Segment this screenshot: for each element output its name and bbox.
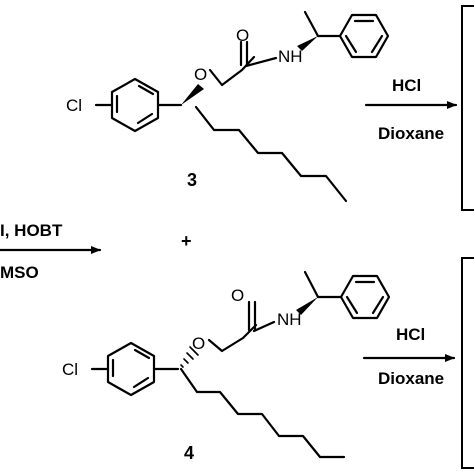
methyl-bond — [303, 270, 320, 299]
compound-4-structure: Cl O O NH — [62, 270, 391, 459]
chlorophenyl-ring — [110, 77, 160, 133]
glycolate-chain — [207, 323, 258, 353]
product-bracket-bottom — [461, 257, 474, 469]
chlorophenyl-ring — [106, 341, 156, 397]
carbonyl-oxygen-atom: O — [236, 26, 249, 45]
compound-4-label: 4 — [184, 443, 194, 463]
octyl-chain — [194, 105, 348, 203]
phenyl-ring — [338, 13, 390, 59]
chlorine-atom: Cl — [62, 360, 78, 379]
amide-c-n-bond — [244, 56, 278, 68]
phenyl-ring — [339, 274, 391, 320]
compound-3-structure: Cl O O NH — [66, 10, 390, 203]
methyl-bond — [303, 10, 320, 38]
compound-4-reagent-dioxane: Dioxane — [378, 369, 444, 388]
amide-nh-atom: NH — [278, 47, 303, 66]
product-bracket-top — [461, 5, 474, 211]
compound-3-label: 3 — [187, 170, 197, 190]
stereo-wedge-bond — [181, 84, 204, 105]
compound-4-reagent-hcl: HCl — [396, 325, 425, 344]
amide-nh-atom: NH — [277, 310, 302, 329]
plus-sign: + — [181, 231, 192, 251]
chlorine-atom: Cl — [66, 96, 82, 115]
ether-oxygen-atom: O — [194, 65, 207, 84]
coupling-reagent-below: MSO — [0, 263, 39, 282]
octyl-chain — [179, 367, 346, 459]
nh-stereo-wedge — [297, 36, 318, 51]
stereo-hash-bond — [180, 346, 199, 368]
coupling-reagent-above: I, HOBT — [0, 221, 63, 240]
ether-oxygen-atom: O — [192, 334, 205, 353]
amide-c-n-bond — [252, 320, 276, 333]
carbonyl-oxygen-atom: O — [231, 286, 244, 305]
compound-3-reagent-hcl: HCl — [392, 76, 421, 95]
compound-3-reagent-dioxane: Dioxane — [378, 124, 444, 143]
nh-stereo-wedge — [296, 297, 318, 315]
